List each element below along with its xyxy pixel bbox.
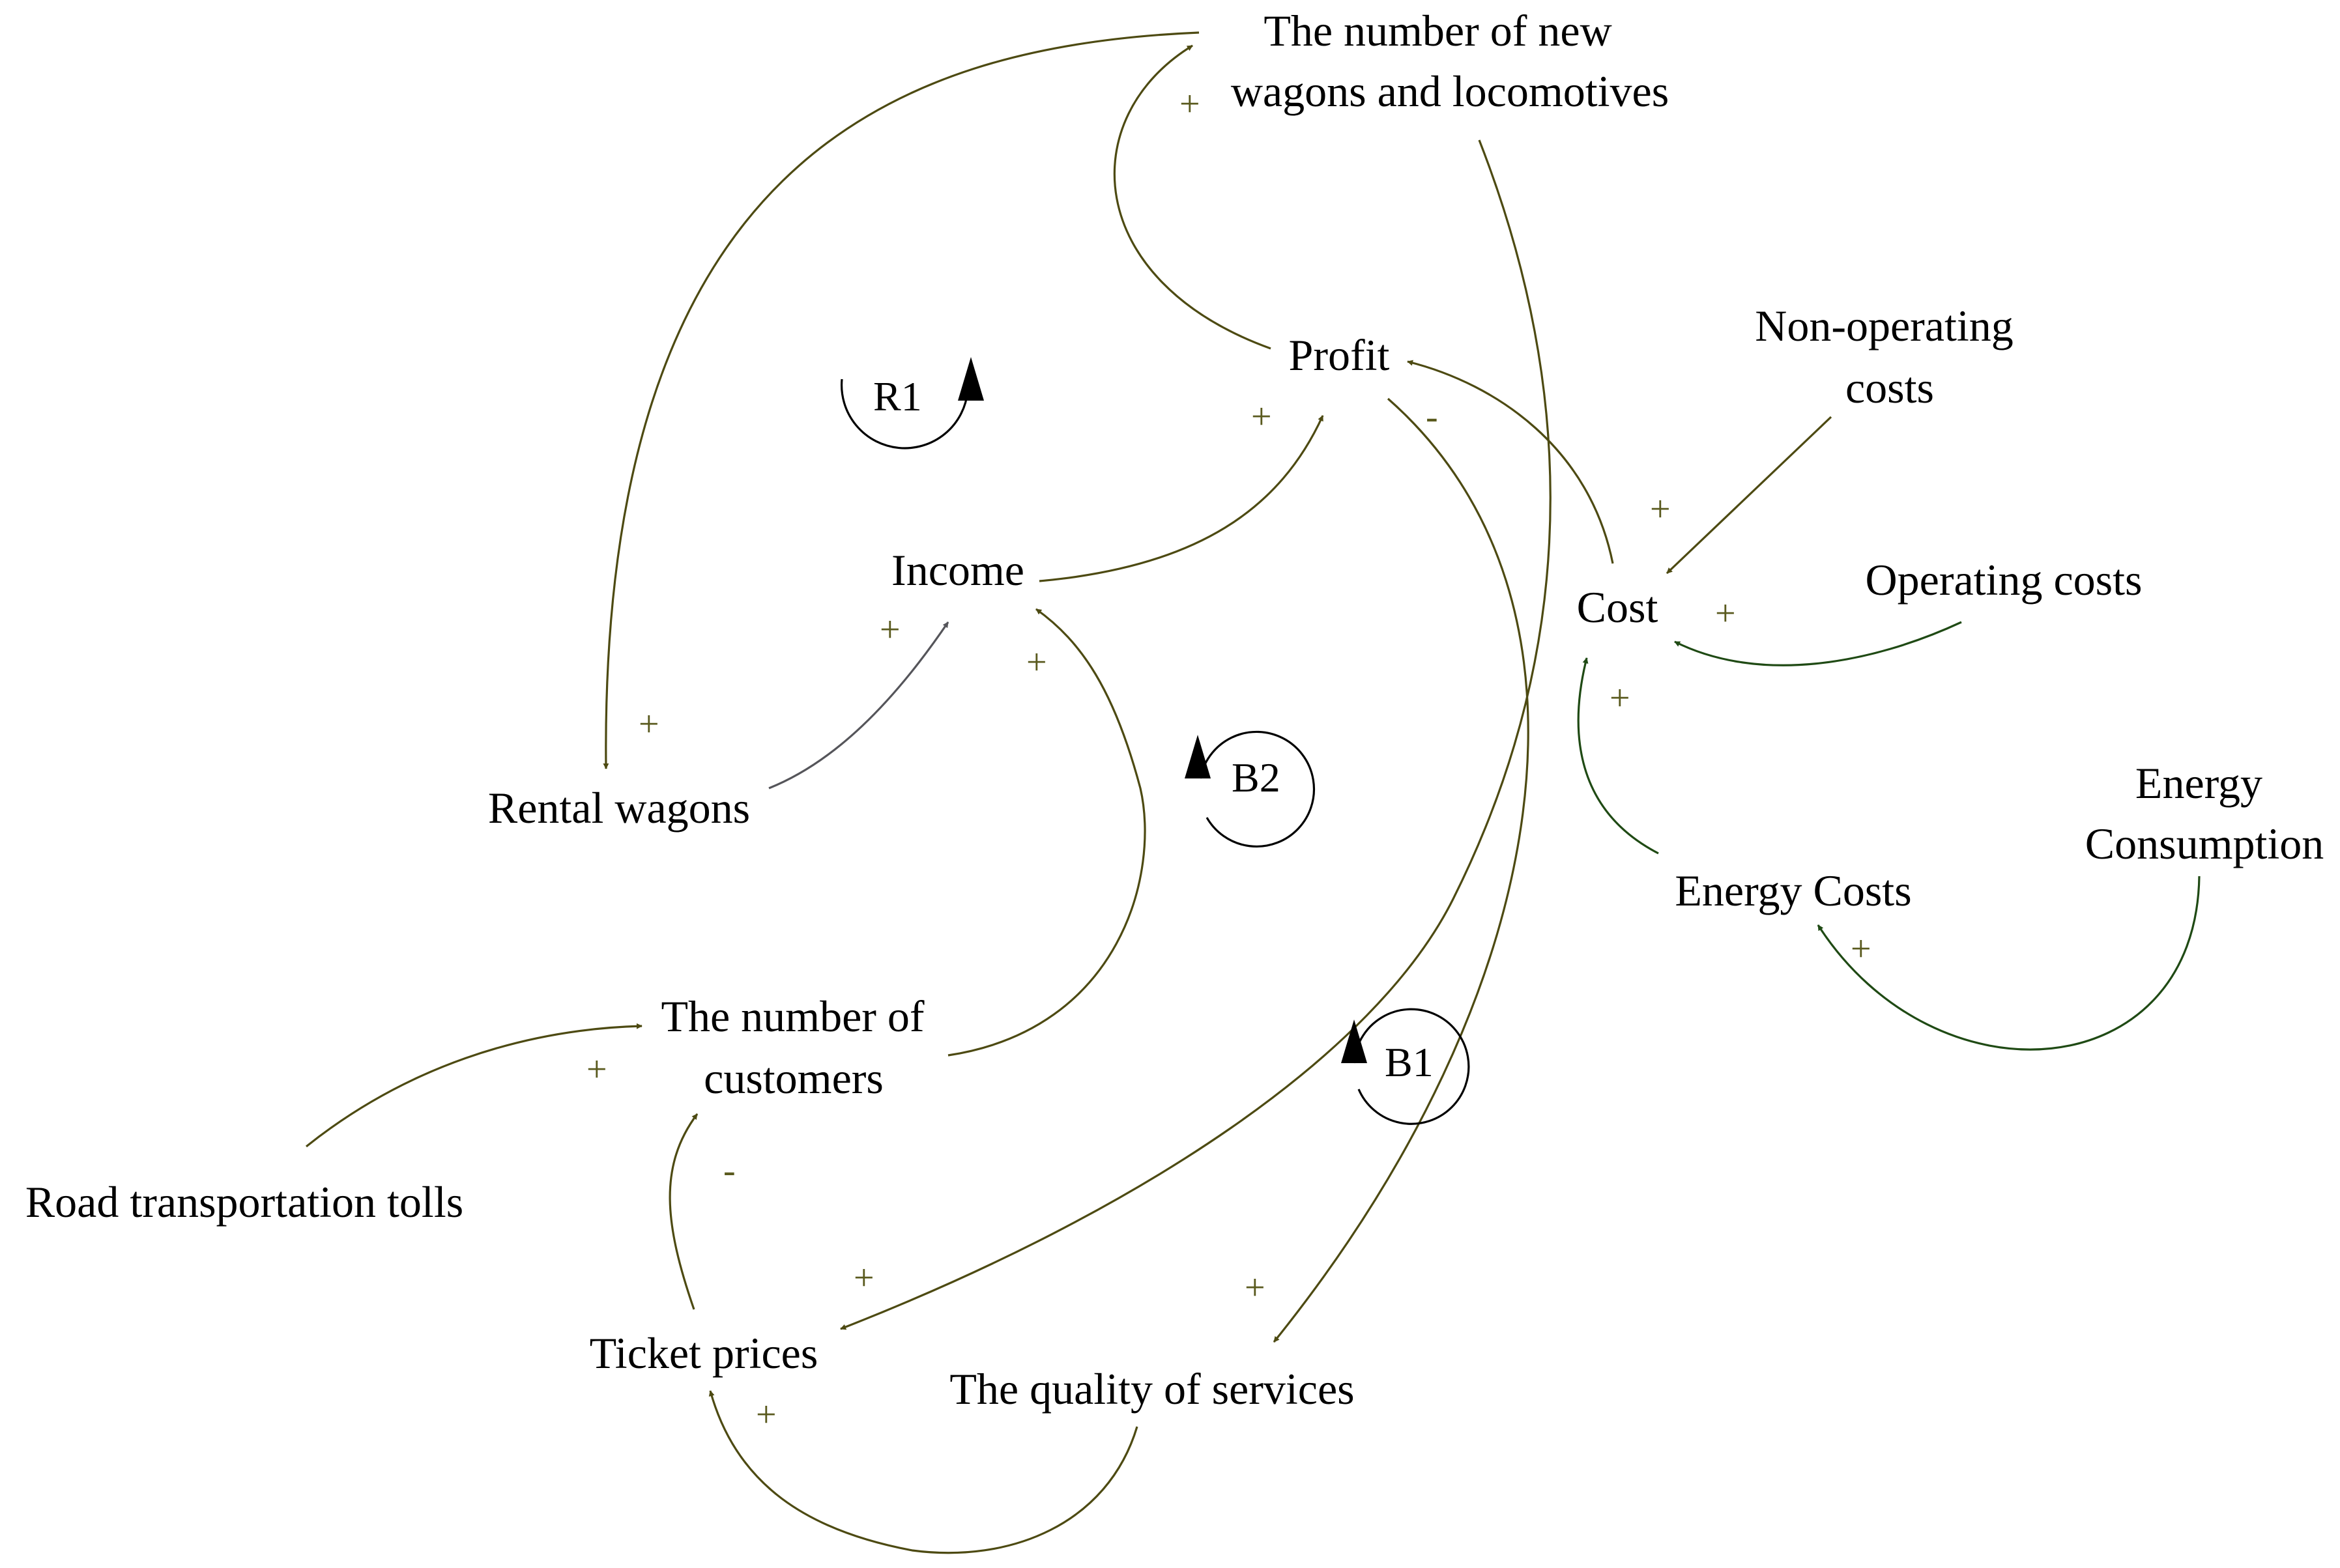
polarity-profit-to-new-wagons: + [1179,84,1200,124]
polarity-customers-to-income: + [1026,642,1047,683]
polarity-quality-to-ticket: + [756,1395,777,1435]
node-operating-costs: Operating costs [1866,555,2143,605]
polarity-new-wagons-to-ticket: + [854,1258,874,1298]
node-profit: Profit [1289,330,1390,380]
links [306,31,2201,1554]
polarity-non-operating-to-cost: + [1650,489,1671,530]
link-cost-to-profit [1407,360,1614,564]
link-new-wagons-to-rental-wagons [603,31,1200,769]
node-income: Income [891,545,1024,595]
nodes: The number of new wagons and locomotives… [25,6,2324,1414]
node-energy-consumption: Energy Consumption [2085,758,2324,868]
node-cost: Cost [1577,582,1658,632]
loop-b1-label: B1 [1385,1039,1434,1085]
loop-r1-arrowhead [958,357,984,401]
link-new-wagons-to-ticket-prices [840,139,1552,1330]
link-non-operating-costs-to-cost [1666,416,1832,575]
link-rental-wagons-to-income [768,621,949,790]
loop-b1-arrowhead [1341,1019,1367,1063]
node-energy-consumption-line-2: Consumption [2085,819,2324,868]
node-ticket-prices: Ticket prices [590,1328,818,1378]
node-non-operating-costs-line-2: costs [1845,363,1934,412]
node-number-of-customers-line-1: The number of [661,991,924,1041]
node-energy-consumption-line-1: Energy [2135,758,2262,808]
link-income-to-profit [1039,415,1324,582]
loop-b1: B1 [1341,1008,1470,1125]
loop-r1: R1 [840,357,984,449]
polarity-energy-consumption-to-energy-costs: + [1851,929,1871,969]
node-rental-wagons: Rental wagons [488,783,750,833]
polarity-income-to-profit: + [1251,397,1272,437]
polarity-operating-to-cost: + [1715,593,1736,634]
polarity-energy-costs-to-cost: + [1610,678,1630,719]
polarity-profit-to-quality-plus: + [1245,1268,1265,1308]
node-new-wagons-line-2: wagons and locomotives [1231,66,1669,116]
loop-b2-circle [1199,730,1316,848]
node-road-transportation-tolls: Road transportation tolls [25,1177,463,1227]
node-number-of-customers: The number of customers [661,991,935,1103]
link-operating-costs-to-cost [1674,621,1962,666]
node-new-wagons: The number of new wagons and locomotives [1231,6,1669,116]
link-customers-to-income [947,608,1146,1057]
loop-b2-arrowhead [1185,735,1211,778]
link-energy-costs-to-cost [1577,657,1659,855]
node-non-operating-costs-line-1: Non-operating [1755,301,2014,350]
node-new-wagons-line-1: The number of new [1264,6,1611,55]
polarities: + + + + - + + + + + + + - + - + [586,84,1871,1435]
loop-r1-label: R1 [873,373,922,420]
link-profit-to-new-wagons [1113,44,1271,350]
loop-b1-circle [1353,1008,1470,1125]
node-energy-costs: Energy Costs [1675,866,1911,915]
polarity-road-tolls-to-customers: + [586,1049,607,1090]
loop-b2: B2 [1185,730,1316,848]
link-energy-consumption-to-energy-costs [1817,876,2201,1051]
link-road-tolls-to-customers [306,1023,643,1148]
node-number-of-customers-line-2: customers [704,1053,884,1103]
loop-b2-label: B2 [1232,754,1280,801]
node-quality-of-services: The quality of services [949,1364,1354,1414]
link-profit-to-quality-of-services [1273,397,1529,1343]
node-non-operating-costs: Non-operating costs [1755,301,2025,412]
link-quality-to-ticket-prices [708,1390,1138,1554]
polarity-ticket-to-customers: - [723,1150,736,1191]
link-ticket-prices-to-customers [669,1113,699,1310]
polarity-new-wagons-to-rental: + [639,704,659,745]
polarity-rental-to-income: + [880,610,901,650]
loop-markers: R1 B2 B1 [840,357,1470,1125]
loop-r1-circle [840,378,969,449]
polarity-profit-to-quality: - [1426,397,1438,437]
